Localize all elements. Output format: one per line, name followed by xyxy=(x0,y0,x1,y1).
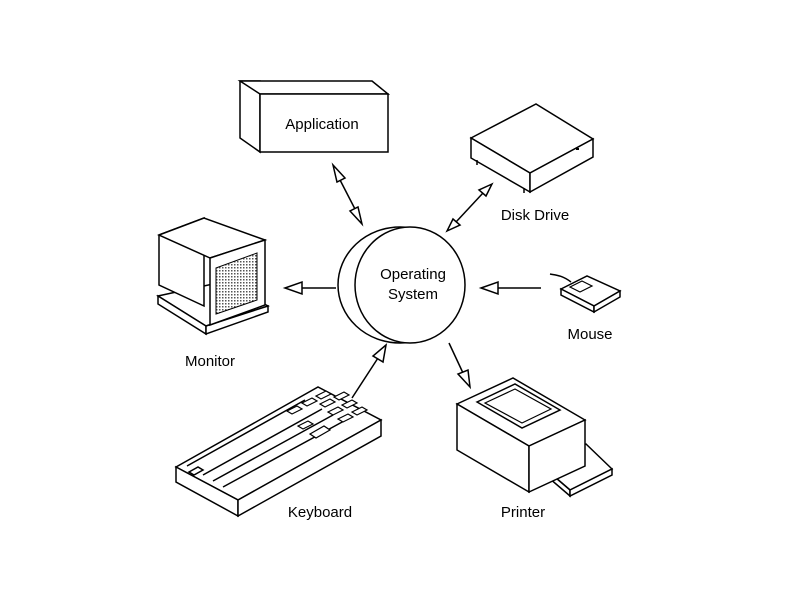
disk-drive-label: Disk Drive xyxy=(501,207,569,224)
arrow-application-os xyxy=(331,162,364,227)
monitor-icon xyxy=(156,216,270,336)
application-node: Application xyxy=(237,80,391,154)
application-box-icon xyxy=(237,80,391,154)
mouse-node: Mouse xyxy=(549,273,622,343)
arrow-os-printer xyxy=(448,342,472,390)
disk-drive-node: Disk Drive xyxy=(469,103,595,224)
disk-drive-icon xyxy=(469,103,595,194)
os-label-line2: System xyxy=(388,286,438,303)
arrow-os-monitor xyxy=(282,280,336,296)
monitor-label: Monitor xyxy=(185,353,235,370)
operating-system-node: Operating System xyxy=(337,226,466,344)
arrow-diskdrive-os xyxy=(445,182,494,233)
keyboard-label: Keyboard xyxy=(288,504,352,521)
keyboard-node: Keyboard xyxy=(174,386,383,521)
keyboard-icon xyxy=(174,386,383,518)
printer-icon xyxy=(455,377,614,498)
printer-node: Printer xyxy=(455,377,614,521)
arrow-mouse-os xyxy=(478,280,541,296)
monitor-node: Monitor xyxy=(156,216,270,370)
mouse-label: Mouse xyxy=(567,326,612,343)
arrow-keyboard-os xyxy=(351,343,388,399)
mouse-icon xyxy=(549,273,622,314)
application-label: Application xyxy=(285,116,358,133)
printer-label: Printer xyxy=(501,504,545,521)
os-label-line1: Operating xyxy=(380,266,446,283)
